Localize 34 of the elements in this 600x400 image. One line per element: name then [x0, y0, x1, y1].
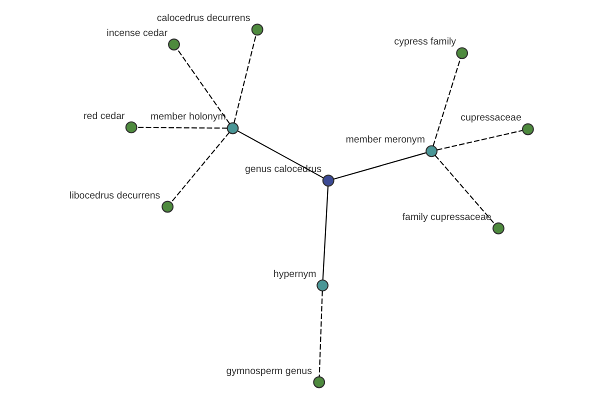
- node-circle: [161, 200, 174, 212]
- node-label: hypernym: [272, 268, 316, 280]
- connector: [136, 126, 227, 128]
- node-label: calocedrus decurrens: [156, 12, 250, 24]
- node-label: incense cedar: [106, 27, 167, 38]
- connector: [233, 34, 256, 123]
- node-circle: [456, 46, 468, 59]
- node-label: red cedar: [83, 110, 124, 122]
- connector: [176, 48, 230, 124]
- node-circle: [521, 122, 534, 135]
- node-label: member meronym: [345, 134, 424, 146]
- connector: [170, 132, 230, 202]
- node-label: libocedrus decurrens: [69, 190, 160, 201]
- node-circle: [250, 23, 263, 36]
- node-circle: [492, 222, 504, 234]
- connector: [436, 129, 522, 150]
- connector: [432, 58, 460, 146]
- connector: [318, 290, 322, 376]
- connector: [332, 152, 426, 180]
- node-circle: [168, 38, 180, 50]
- node-circle: [425, 144, 437, 157]
- node-circle: [316, 278, 328, 291]
- node-circle: [322, 174, 334, 186]
- node-label: member holonym: [150, 111, 226, 122]
- connector: [322, 186, 328, 280]
- connector: [237, 130, 323, 178]
- node-label: gymnosperm genus: [226, 365, 312, 376]
- node-circle: [226, 122, 238, 134]
- node-circle: [124, 120, 137, 133]
- node-label: family cupressaceae: [402, 211, 491, 222]
- node-label: cupressaceae: [460, 112, 521, 124]
- node-label: cypress family: [394, 36, 456, 48]
- node-circle: [312, 376, 325, 388]
- connector: [434, 154, 495, 224]
